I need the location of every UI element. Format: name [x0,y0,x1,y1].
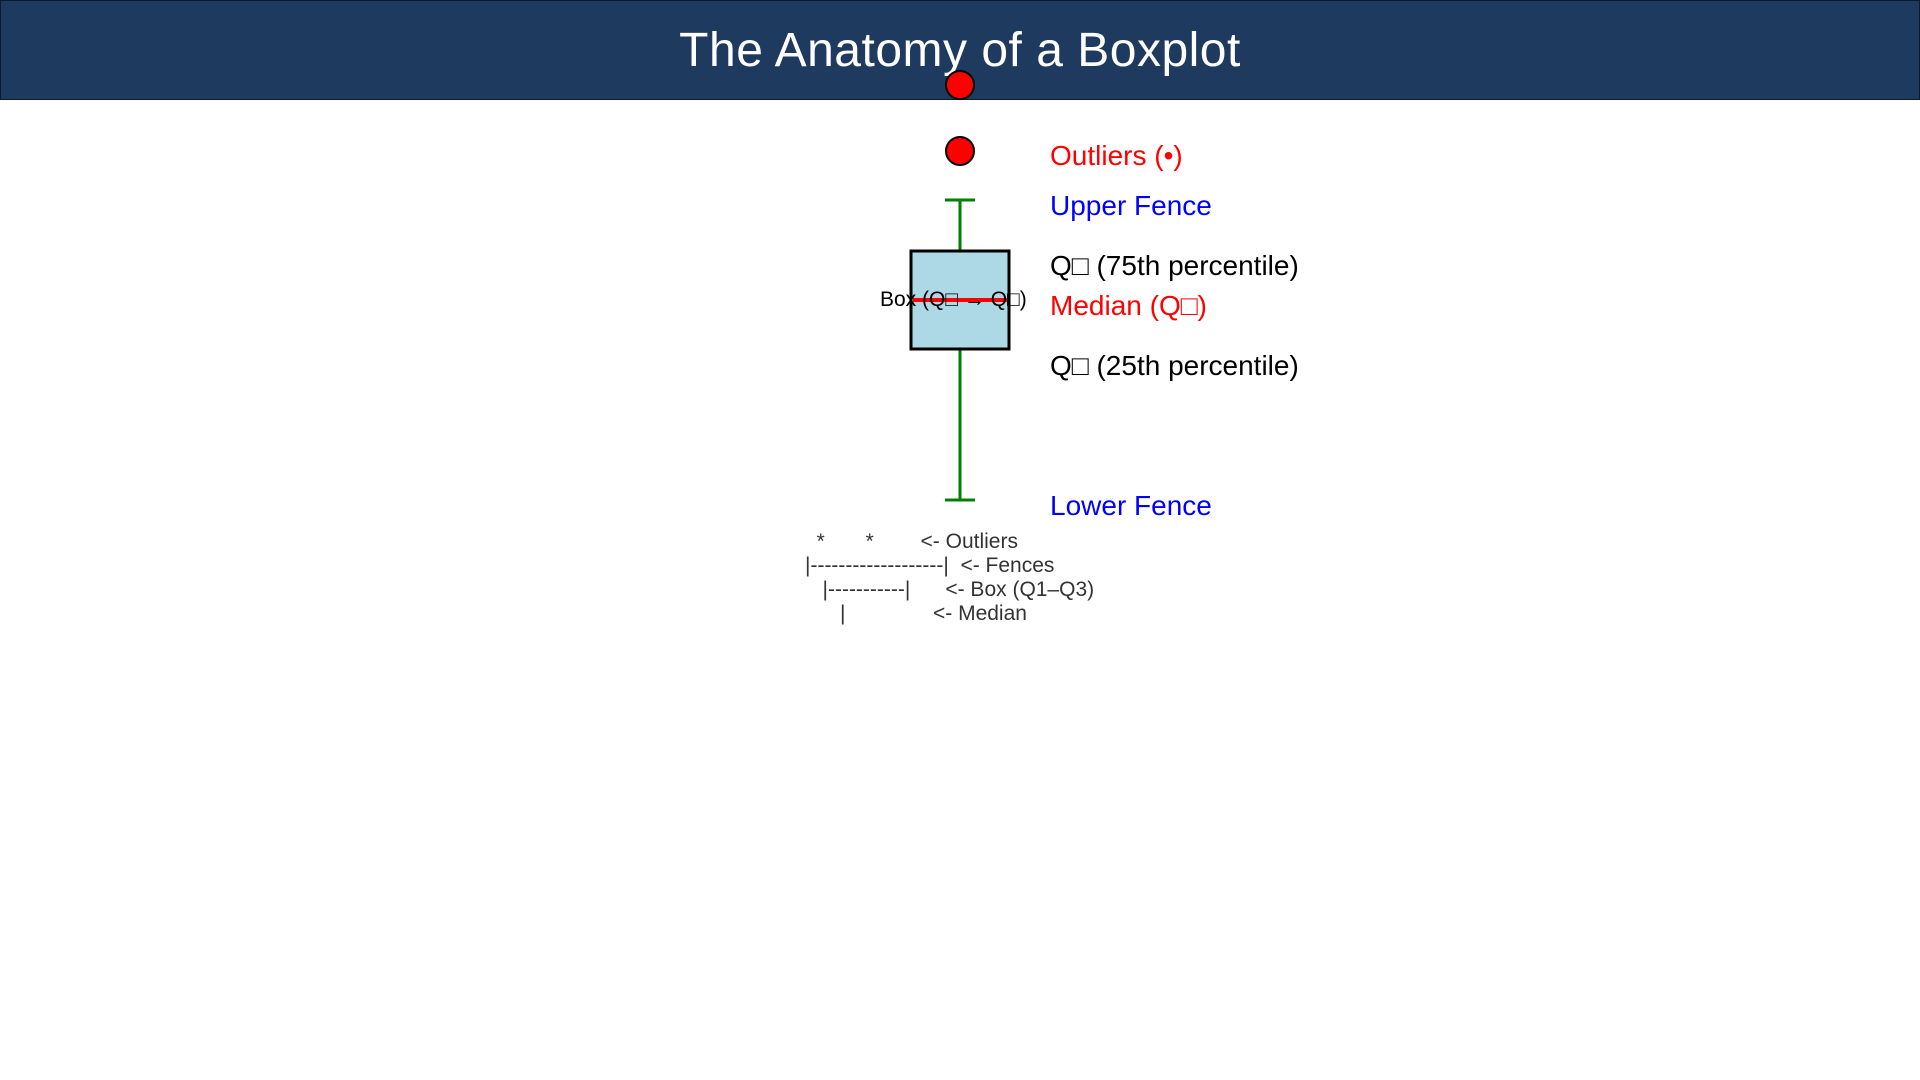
ascii-line-outliers: * * <- Outliers [805,530,1018,553]
page-title: The Anatomy of a Boxplot [679,23,1241,77]
outliers-label: Outliers (•) [1050,140,1183,171]
ascii-legend: * * <- Outliers |-------------------| <-… [805,530,1094,626]
q3-label: Q□ (75th percentile) [1050,250,1299,281]
q1-label: Q□ (25th percentile) [1050,350,1299,381]
median-label: Median (Q□) [1050,290,1207,321]
title-bar: The Anatomy of a Boxplot [0,0,1920,100]
ascii-line-median: | <- Median [805,602,1027,625]
upper-fence-label: Upper Fence [1050,190,1212,221]
ascii-line-box: |-----------| <- Box (Q1–Q3) [805,578,1095,601]
outlier-point [945,136,975,166]
box-label: Box (Q□ → Q□) [880,288,1027,311]
lower-fence-label: Lower Fence [1050,490,1212,521]
ascii-line-fences: |-------------------| <- Fences [805,554,1055,577]
